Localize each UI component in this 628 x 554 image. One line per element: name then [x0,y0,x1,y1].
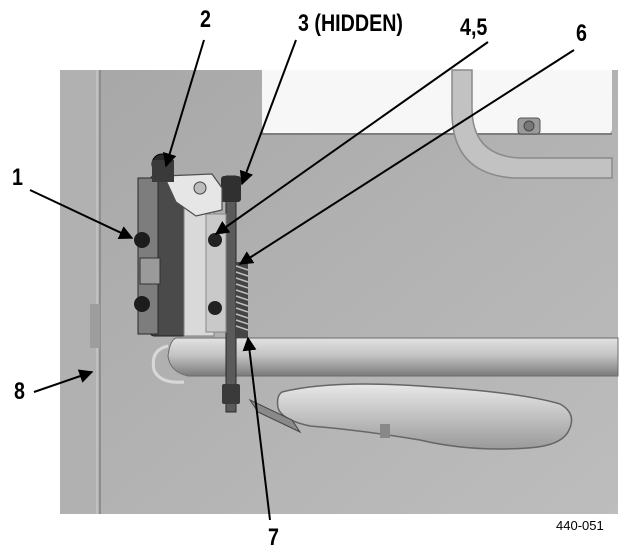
callout-arrow-2 [162,39,205,168]
figure-reference: 440-051 [556,518,604,533]
callout-label-6: 6 [576,20,587,47]
pedal-linkage [248,398,302,434]
panel-edge [60,70,100,514]
callout-arrow-1 [29,189,134,239]
callout-arrow-6 [238,49,575,265]
callout-label-2: 2 [200,6,211,33]
horizontal-rod [167,337,619,377]
panel-opening [262,70,612,134]
callout-arrow-3 [239,39,297,186]
callout-arrow-8 [33,369,94,393]
callout-arrow-7 [242,336,271,521]
callout-arrow-4-5 [214,41,489,235]
callout-label-7: 7 [268,524,279,551]
callout-label-3: 3 (HIDDEN) [298,10,403,37]
latch-assembly [134,153,227,337]
callout-label-4-5: 4,5 [460,14,488,41]
callout-label-1: 1 [12,164,23,191]
callout-label-8: 8 [14,378,25,405]
spring [235,262,249,338]
upper-bracket [451,69,613,179]
vertical-shaft [225,175,237,413]
